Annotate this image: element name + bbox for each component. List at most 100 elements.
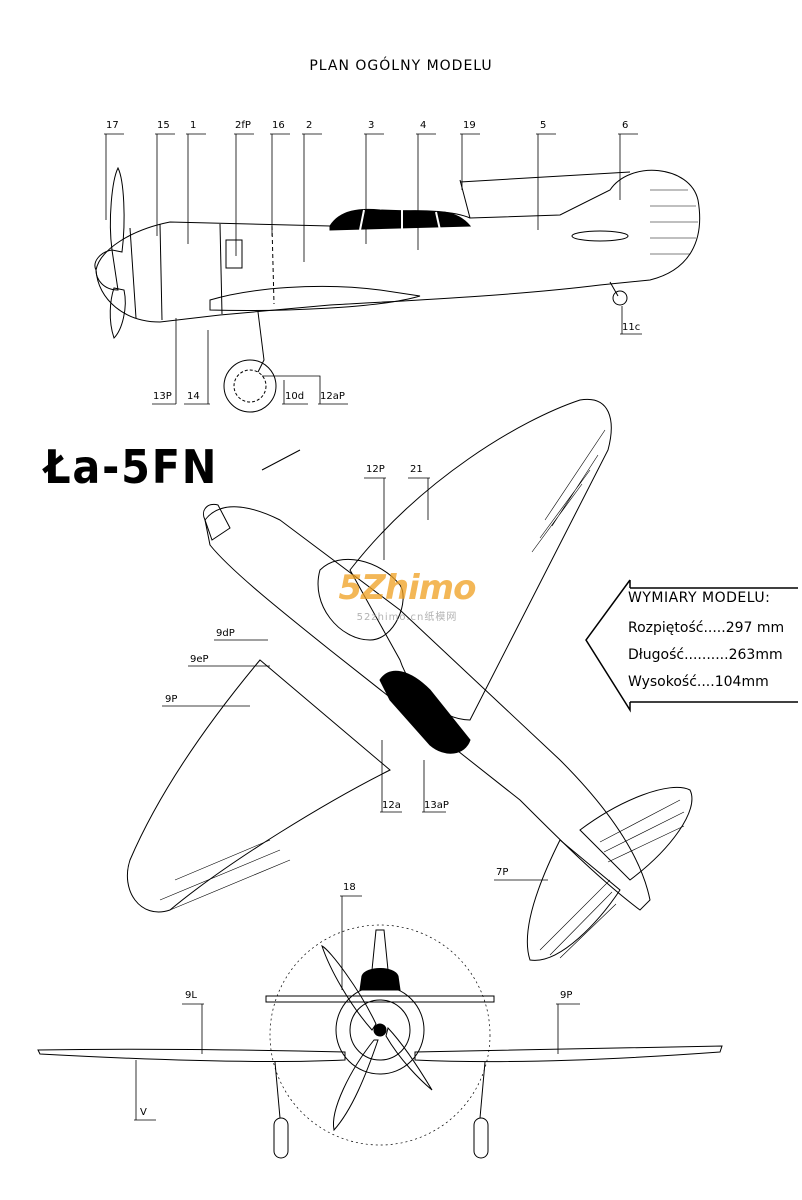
side-main-wheel	[223, 359, 277, 413]
page-title: PLAN OGÓLNY MODELU	[309, 58, 493, 74]
dimension-value: 297 mm	[725, 620, 785, 636]
side-canopy-frame-3	[435, 211, 441, 231]
leader-12a	[380, 740, 402, 813]
label-side-13P: 13P	[153, 391, 172, 402]
front-cowl-inner	[349, 999, 411, 1061]
label-side-10d: 10d	[285, 391, 305, 402]
dimension-value: 263mm	[728, 647, 783, 663]
leader-13P	[152, 318, 177, 405]
front-view-aircraft	[37, 924, 723, 1159]
side-main-gear-strut	[257, 311, 265, 373]
dimension-dots: ..........	[684, 647, 729, 663]
front-prop-blade-2	[385, 1026, 433, 1091]
front-gear-right-wheel	[473, 1117, 489, 1159]
label-top-12P: 12P	[366, 464, 385, 475]
label-side-2: 2	[306, 120, 313, 131]
top-spinner	[203, 503, 231, 541]
leader-12aP	[262, 375, 348, 405]
label-top-13aP: 13aP	[424, 800, 449, 811]
front-prop-blade-3	[332, 1039, 379, 1132]
label-top-7P: 7P	[496, 867, 509, 878]
label-side-15: 15	[157, 120, 170, 131]
label-top-12a: 12a	[382, 800, 401, 811]
leader-3	[364, 133, 384, 244]
dimensions-arrow	[585, 579, 798, 713]
dimension-dots: .....	[703, 620, 726, 636]
leader-V	[134, 1060, 156, 1121]
watermark: 5Zhimo 52zhimo.cn纸模网	[322, 568, 492, 623]
top-fuselage	[204, 506, 651, 911]
side-cowl-line-2	[159, 223, 163, 321]
leader-15	[155, 133, 175, 236]
label-side-17: 17	[106, 120, 119, 131]
leader-18	[340, 895, 362, 990]
dimension-label: Rozpiętość	[628, 620, 704, 636]
leader-9P-front	[556, 1003, 580, 1054]
label-top-9P: 9P	[165, 694, 178, 705]
side-fuselage	[95, 169, 701, 323]
dimensions-title: WYMIARY MODELU:	[628, 590, 771, 606]
dimension-row-length: Długość..........263mm	[628, 647, 798, 663]
label-front-18: 18	[343, 882, 356, 893]
side-rudder-ribs	[650, 189, 698, 255]
leader-12P	[364, 477, 386, 560]
top-wheel-bay	[317, 558, 404, 641]
leader-14	[184, 330, 210, 405]
side-canopy-frame-1	[359, 209, 365, 231]
top-elevator-left-ribs	[539, 879, 617, 959]
leader-10d	[282, 380, 308, 405]
front-prop-disc	[269, 924, 491, 1146]
front-wing-right	[414, 1045, 723, 1063]
leader-6	[618, 133, 638, 200]
dimension-value: 104mm	[714, 674, 769, 690]
label-top-9dP: 9dP	[216, 628, 235, 639]
dimensions-arrow-body	[630, 587, 798, 703]
side-canopy	[329, 208, 472, 231]
label-front-9L: 9L	[185, 990, 197, 1001]
label-side-16: 16	[272, 120, 285, 131]
leader-11c	[620, 306, 642, 335]
dimension-label: Długość	[628, 647, 685, 663]
top-tailplane-left	[526, 839, 621, 961]
label-top-21: 21	[410, 464, 423, 475]
watermark-url: 52zhimo.cn纸模网	[356, 612, 458, 623]
side-wing-root	[209, 285, 421, 311]
side-main-wheel-hub	[233, 369, 267, 403]
label-front-V: V	[140, 1107, 147, 1118]
side-cowl-line-3	[219, 223, 223, 315]
top-wing-left	[126, 659, 391, 913]
dimension-row-height: Wysokość....104mm	[628, 674, 798, 690]
label-side-6: 6	[622, 120, 629, 131]
front-gear-left-wheel	[273, 1117, 289, 1159]
leader-16	[270, 133, 290, 236]
leader-2	[302, 133, 322, 262]
front-wing-left	[37, 1048, 346, 1063]
top-aileron-right	[531, 429, 606, 553]
side-prop-blade-upper	[109, 166, 125, 253]
front-view-leader-lines	[134, 895, 580, 1121]
label-side-12aP: 12aP	[320, 391, 345, 402]
side-spinner	[94, 249, 119, 291]
label-side-5: 5	[540, 120, 547, 131]
front-gear-right-strut	[479, 1061, 486, 1119]
label-top-9eP: 9eP	[190, 654, 209, 665]
label-side-4: 4	[420, 120, 427, 131]
side-antenna-mast	[459, 179, 471, 219]
side-view-leader-lines	[104, 133, 642, 405]
top-elevator-right-ribs	[599, 799, 685, 863]
front-spinner	[373, 1023, 387, 1037]
front-canopy	[359, 968, 401, 991]
leader-4	[416, 133, 436, 250]
front-gear-left-strut	[274, 1061, 281, 1119]
top-canopy	[379, 670, 471, 754]
front-tailplane	[265, 995, 495, 1003]
watermark-logo: 5Zhimo	[338, 568, 477, 608]
dimension-dots: ....	[696, 674, 715, 690]
label-side-3: 3	[368, 120, 375, 131]
top-view-leader-lines	[162, 477, 548, 881]
leader-2fP	[234, 133, 254, 256]
leader-9L	[182, 1003, 204, 1054]
side-access-panel	[225, 239, 243, 269]
side-antenna-wire	[459, 171, 631, 183]
